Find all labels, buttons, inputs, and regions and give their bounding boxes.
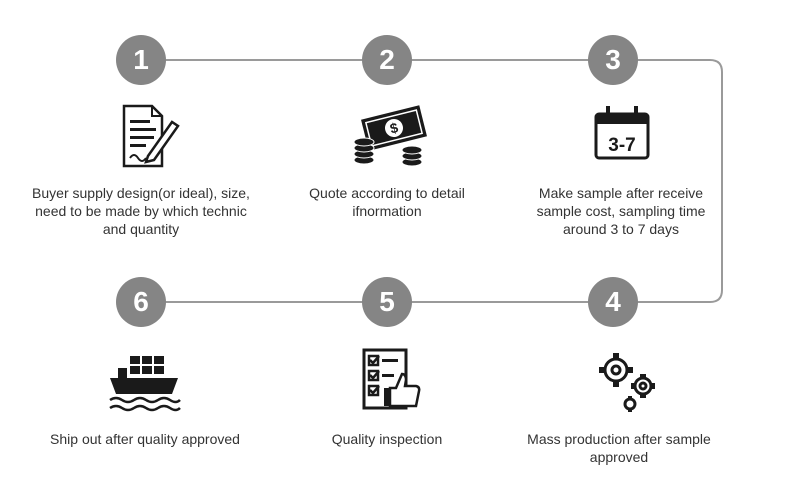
- step-2-number-circle: 2: [362, 35, 412, 85]
- step-1-number: 1: [133, 44, 149, 75]
- step-4-number-circle: 4: [588, 277, 638, 327]
- step-6-line-1: Ship out after quality approved: [50, 431, 240, 447]
- step-2-line-1: Quote according to detail: [309, 185, 465, 201]
- step-5-line-1: Quality inspection: [331, 431, 443, 447]
- checklist-thumbs-up-icon: [350, 344, 430, 420]
- calendar-icon: 3-7: [582, 100, 662, 176]
- document-pen-icon: [104, 100, 184, 176]
- step-5-number: 5: [379, 286, 395, 317]
- step-5-number-circle: 5: [362, 277, 412, 327]
- step-4-number: 4: [605, 286, 621, 317]
- step-6-number-circle: 6: [116, 277, 166, 327]
- step-4-line-2: approved: [589, 449, 649, 465]
- step-4-line-1: Mass production after sample: [527, 431, 711, 447]
- step-2-line-2: ifnormation: [352, 203, 422, 219]
- connector-top: [141, 59, 723, 303]
- cargo-ship-icon: [104, 342, 184, 418]
- money-coins-icon: $: [350, 98, 430, 174]
- step-1-line-2: need to be made by which technic: [35, 203, 247, 219]
- step-3-line-1: Make sample after receive: [538, 185, 704, 201]
- step-3-description: Make sample after receive sample cost, s…: [496, 184, 746, 238]
- step-1-line-1: Buyer supply design(or ideal), size,: [32, 185, 250, 201]
- step-3-line-3: around 3 to 7 days: [563, 221, 679, 237]
- step-6-number: 6: [133, 286, 149, 317]
- calendar-icon-text: 3-7: [608, 135, 635, 156]
- step-1-line-3: and quantity: [102, 221, 180, 237]
- step-3-line-2: sample cost, sampling time: [536, 203, 706, 219]
- step-1-number-circle: 1: [116, 35, 166, 85]
- gears-icon: [588, 346, 668, 422]
- step-2-description: Quote according to detail ifnormation: [262, 184, 512, 220]
- step-5-description: Quality inspection: [262, 430, 512, 448]
- svg-text:$: $: [388, 119, 400, 136]
- step-3-number-circle: 3: [588, 35, 638, 85]
- step-2-number: 2: [379, 44, 395, 75]
- step-6-description: Ship out after quality approved: [20, 430, 270, 448]
- step-4-description: Mass production after sample approved: [494, 430, 744, 466]
- step-3-number: 3: [605, 44, 621, 75]
- step-1-description: Buyer supply design(or ideal), size, nee…: [16, 184, 266, 238]
